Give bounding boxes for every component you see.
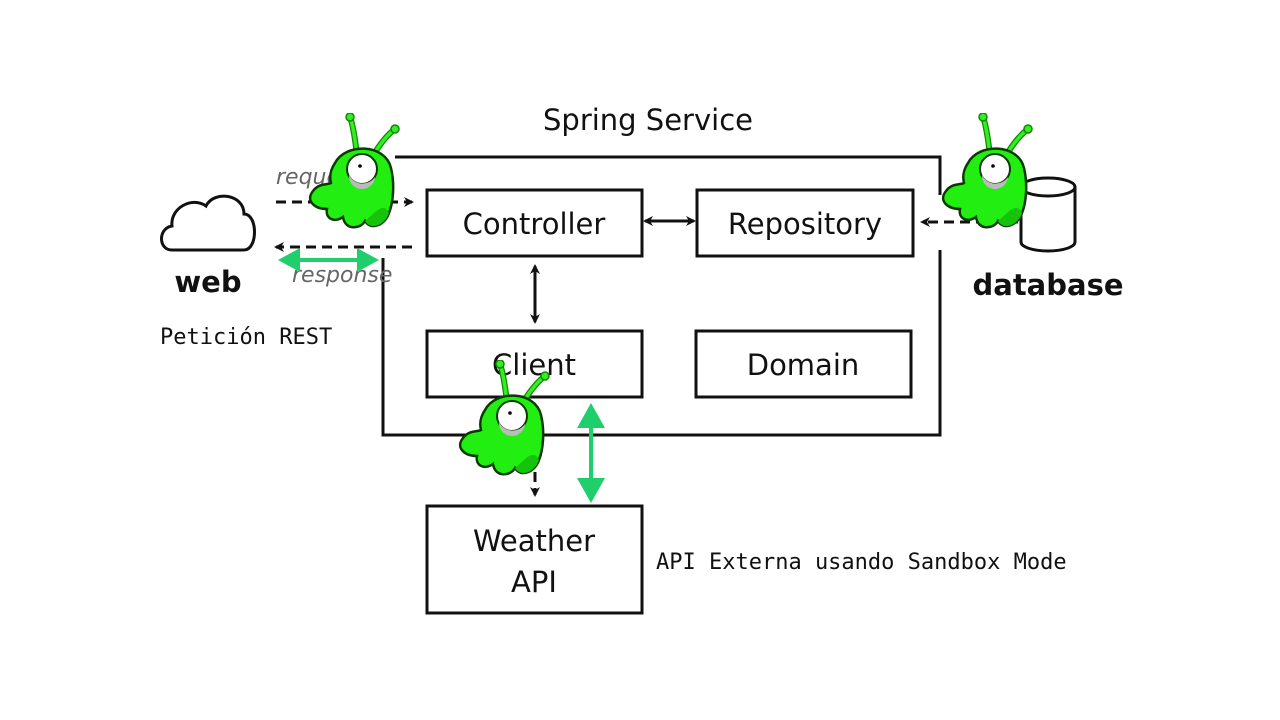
response-label: response — [292, 263, 392, 288]
controller-box[interactable]: Controller — [425, 188, 644, 258]
controller-label: Controller — [463, 207, 606, 241]
alien-mascot-icon — [943, 113, 1032, 227]
spring-service-container — [381, 155, 942, 437]
database-cylinder-icon — [1019, 176, 1077, 253]
weather-api-label-line2: API — [511, 565, 557, 599]
rest-annotation: Petición REST — [160, 325, 332, 350]
domain-box[interactable]: Domain — [694, 329, 913, 399]
green-response-double-arrow — [278, 248, 379, 272]
weather-api-label-line1: Weather — [473, 524, 595, 558]
weather-api-box[interactable]: Weather API — [425, 504, 644, 615]
web-label: web — [174, 265, 241, 299]
domain-label: Domain — [747, 348, 860, 382]
database-label: database — [972, 268, 1123, 302]
spring-service-title: Spring Service — [543, 103, 753, 137]
cloud-icon — [160, 194, 256, 252]
external-api-annotation: API Externa usando Sandbox Mode — [656, 550, 1067, 575]
green-client-weather-double-arrow — [577, 403, 605, 503]
repository-label: Repository — [728, 207, 882, 241]
repository-box[interactable]: Repository — [695, 188, 915, 258]
